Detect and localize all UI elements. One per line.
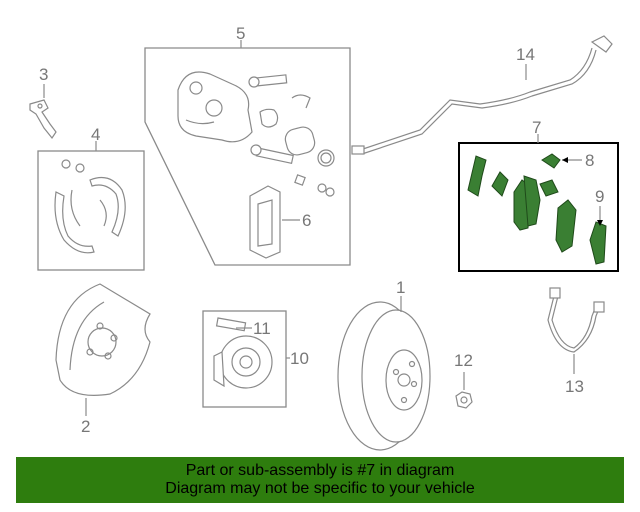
callout-1: 1 [396, 278, 405, 297]
callout-6: 6 [302, 211, 311, 230]
part-3-bracket[interactable] [29, 84, 57, 140]
part-12-nut[interactable] [455, 372, 473, 409]
part-11-stud[interactable] [215, 317, 252, 332]
part-6-bracket[interactable] [249, 185, 300, 259]
banner-line-2: Diagram may not be specific to your vehi… [165, 480, 475, 497]
callout-10: 10 [290, 349, 309, 368]
part-10-box[interactable] [202, 310, 287, 408]
part-10-hub [213, 335, 273, 389]
callout-12: 12 [454, 351, 473, 370]
callout-3: 3 [39, 65, 48, 84]
callout-7: 7 [532, 118, 541, 137]
part-4-shoes [54, 159, 126, 254]
callout-4: 4 [91, 125, 100, 144]
info-banner: Part or sub-assembly is #7 in diagram Di… [16, 457, 624, 503]
part-1-rotor[interactable] [337, 296, 431, 451]
callout-11: 11 [253, 319, 271, 338]
part-2-backing-plate[interactable] [55, 283, 151, 416]
callout-13: 13 [565, 377, 584, 396]
part-5-box[interactable] [144, 47, 351, 266]
part-4-box[interactable] [37, 150, 145, 271]
part-13-brake-hose[interactable] [547, 287, 605, 374]
callout-2: 2 [81, 417, 90, 436]
callout-8: 8 [585, 151, 594, 170]
part-7-pads[interactable] [467, 153, 607, 265]
callout-14: 14 [516, 45, 535, 64]
callout-5: 5 [236, 24, 245, 43]
banner-line-1: Part or sub-assembly is #7 in diagram [185, 462, 455, 479]
part-5-caliper [177, 71, 335, 197]
part-14-sensor-wire[interactable] [351, 35, 613, 155]
callout-9: 9 [595, 187, 604, 206]
